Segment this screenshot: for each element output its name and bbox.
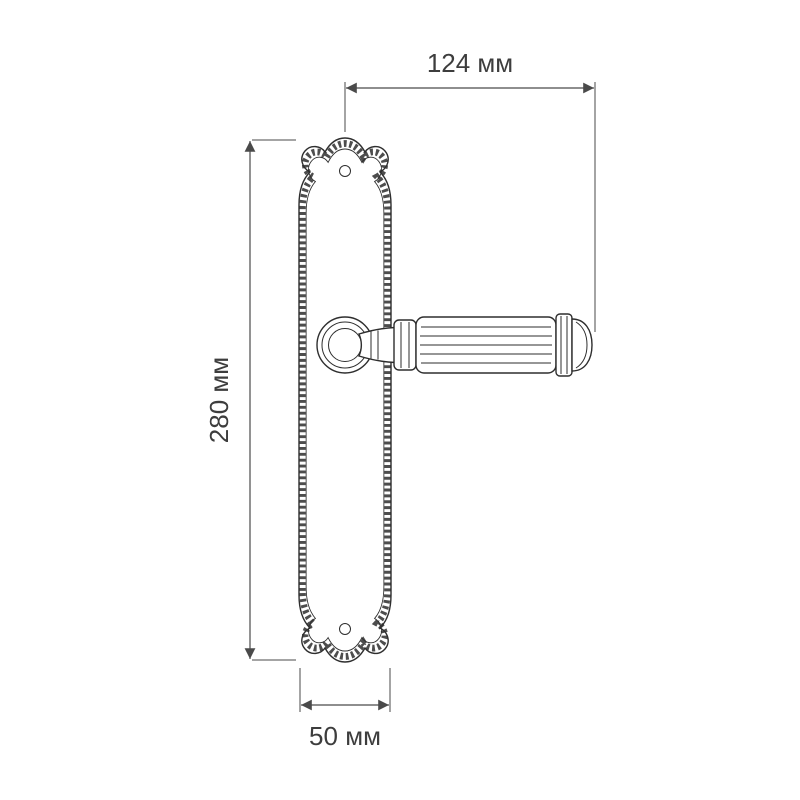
dim-plate-height: 280 мм xyxy=(204,139,296,661)
dim-handle-width: 124 мм xyxy=(344,48,596,332)
handle-neck xyxy=(358,326,396,364)
handle-collar xyxy=(393,319,417,371)
backplate xyxy=(298,137,392,663)
screw-hole-bottom xyxy=(339,623,351,635)
dim-label-plate-width: 50 мм xyxy=(309,721,381,751)
dim-label-handle-width: 124 мм xyxy=(427,48,513,78)
backplate-rope-border xyxy=(299,140,391,660)
screw-hole-top xyxy=(339,165,351,177)
handle-grip xyxy=(415,316,557,374)
backplate-outer-contour xyxy=(298,137,392,663)
handle-lever xyxy=(316,313,593,377)
backplate-inner-contour xyxy=(305,148,385,652)
handle-end-cap xyxy=(555,313,593,377)
dim-plate-width: 50 мм xyxy=(299,668,391,751)
dim-label-plate-height: 280 мм xyxy=(204,357,234,443)
